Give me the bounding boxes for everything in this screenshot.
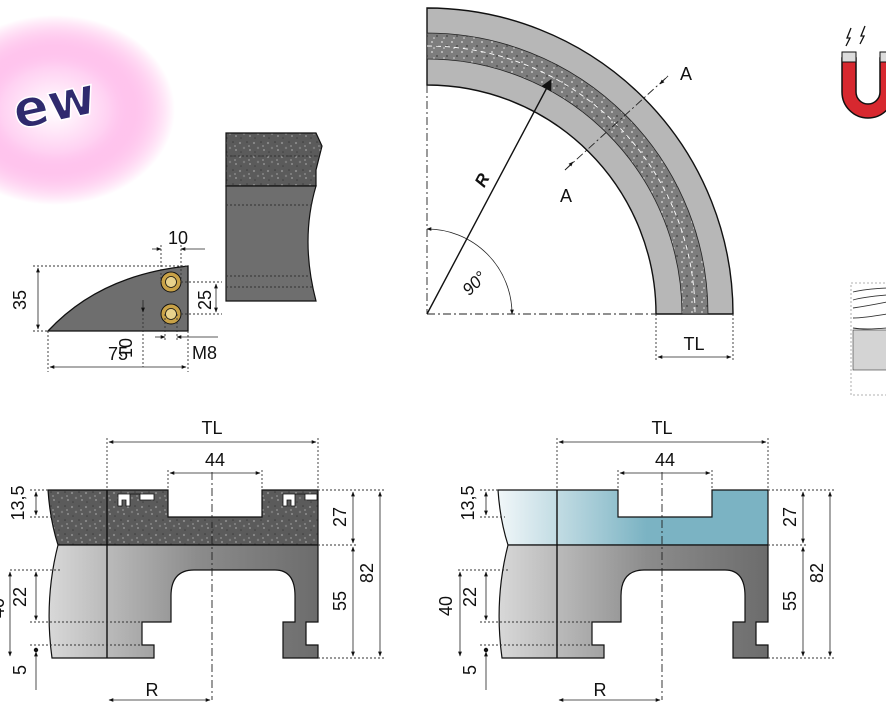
new-badge: ew xyxy=(0,15,175,205)
radius-label: R xyxy=(471,170,494,190)
section-right-27: 27 xyxy=(780,507,800,527)
segment-body xyxy=(46,265,189,332)
dim-length-75: 75 xyxy=(108,344,128,364)
section-right-44: 44 xyxy=(655,450,675,470)
section-right-base xyxy=(498,544,769,659)
curve-view: R 90° A A TL xyxy=(426,7,734,362)
section-left-tl: TL xyxy=(201,418,222,438)
dim-height-35: 35 xyxy=(10,290,30,310)
hole-bottom xyxy=(160,303,182,325)
section-left-r: R xyxy=(146,680,159,700)
section-right-55: 55 xyxy=(780,591,800,611)
curve-width-label: TL xyxy=(683,334,704,354)
radius-arrow xyxy=(426,79,552,315)
section-left-27: 27 xyxy=(330,507,350,527)
angle-label: 90° xyxy=(459,268,491,300)
section-left-5: 5 xyxy=(10,665,30,675)
small-segment-drawing: 35 75 10 25 10 M8 xyxy=(10,228,222,372)
dim-hole-height-25: 25 xyxy=(195,290,215,310)
section-left-40: 40 xyxy=(0,598,8,618)
side-view-block xyxy=(225,132,323,302)
section-label-bottom: A xyxy=(560,186,572,206)
section-view-left: TL 44 13,5 27 55 82 22 40 5 R xyxy=(0,418,385,702)
partial-thumbnail xyxy=(850,282,886,396)
section-left-44: 44 xyxy=(205,450,225,470)
section-view-right: TL 44 13,5 27 55 82 22 40 5 R xyxy=(436,418,835,702)
section-right-top xyxy=(497,489,769,546)
section-label-top: A xyxy=(680,64,692,84)
curve-body xyxy=(426,7,734,315)
magnet-icon xyxy=(841,25,886,119)
section-left-55: 55 xyxy=(330,591,350,611)
section-right-40: 40 xyxy=(436,596,456,616)
section-line-a xyxy=(564,75,669,171)
section-right-5: 5 xyxy=(460,665,480,675)
hole-top xyxy=(160,271,182,293)
dim-bottom-10: 10 xyxy=(116,338,136,358)
section-right-13-5: 13,5 xyxy=(458,485,478,520)
section-left-base xyxy=(48,544,319,659)
thread-label: M8 xyxy=(192,343,217,363)
section-right-r: R xyxy=(594,680,607,700)
section-right-tl: TL xyxy=(651,418,672,438)
section-left-82: 82 xyxy=(357,563,377,583)
section-left-13-5: 13,5 xyxy=(8,485,28,520)
section-left-top xyxy=(47,489,319,546)
section-right-82: 82 xyxy=(807,563,827,583)
section-right-22: 22 xyxy=(460,587,480,607)
dim-hole-spacing-10: 10 xyxy=(168,228,188,248)
section-left-22: 22 xyxy=(10,587,30,607)
